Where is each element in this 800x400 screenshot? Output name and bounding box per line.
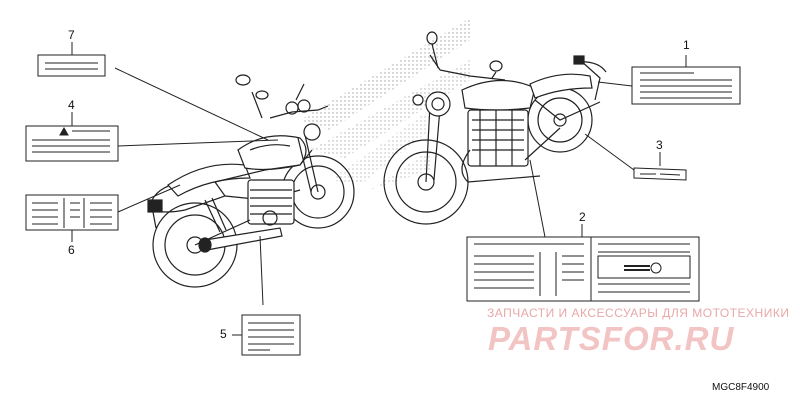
callout-6: 6: [68, 243, 75, 257]
motorcycle-left-view: [147, 74, 355, 288]
label-7: [37, 42, 269, 141]
callout-1: 1: [683, 38, 690, 52]
label-4: [25, 112, 279, 162]
label-1: [597, 55, 741, 105]
diagram-code: MGC8F4900: [712, 382, 770, 393]
callout-7: 7: [68, 28, 75, 42]
callout-2: 2: [579, 210, 586, 224]
label-2: [466, 159, 700, 302]
callout-4: 4: [68, 98, 75, 112]
label-5: [232, 235, 301, 356]
label-3: [584, 133, 687, 181]
callout-5: 5: [220, 327, 227, 341]
dotted-background-emblem: [300, 18, 470, 190]
motorcycle-right-view: [383, 31, 607, 225]
watermark-logo: PARTSFOR.RU: [488, 320, 735, 357]
callout-3: 3: [656, 138, 663, 152]
watermark-tagline: ЗАПЧАСТИ И АКСЕССУАРЫ ДЛЯ МОТОТЕХНИКИ: [487, 306, 790, 320]
label-6: [25, 184, 181, 242]
